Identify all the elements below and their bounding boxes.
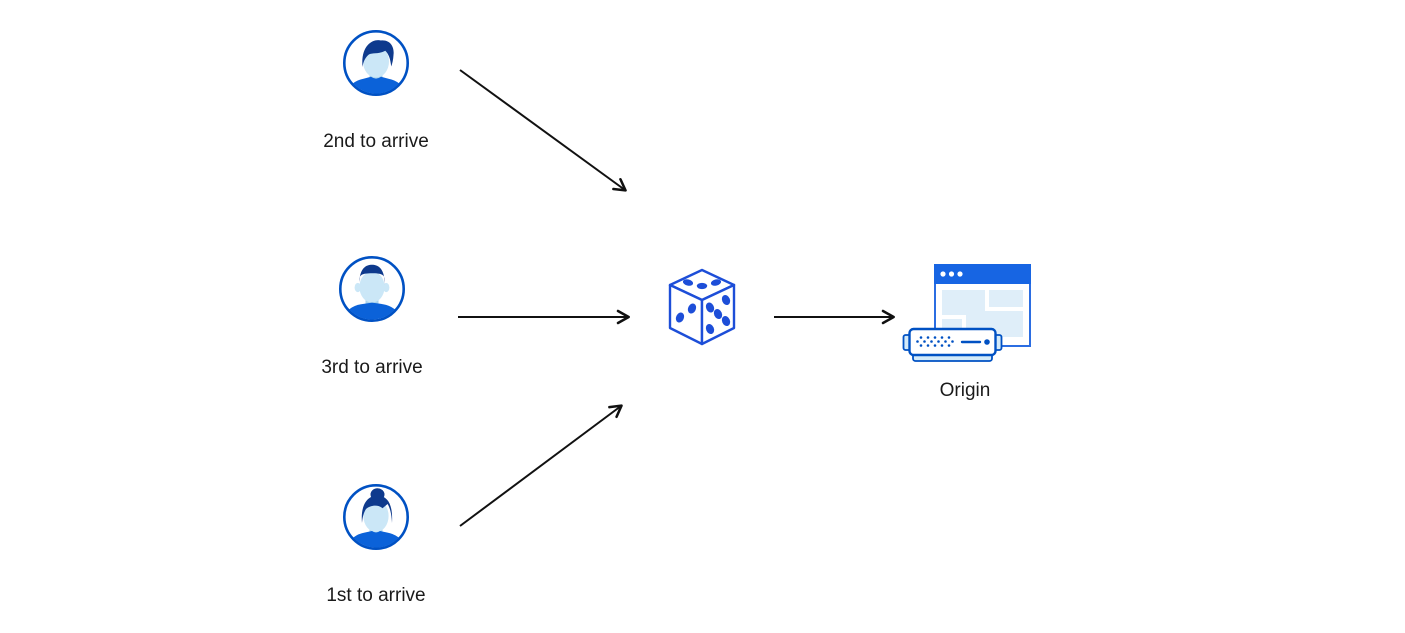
origin-server-browser-icon [902,264,1031,362]
user-node-third-to-arrive: 3rd to arrive [302,254,442,380]
arrow-user-bottom-to-dice [459,404,623,527]
user-node-first-to-arrive: 1st to arrive [306,482,446,608]
server-icon [902,327,1003,362]
dice-icon [668,268,736,346]
origin-node: Origin [890,258,1040,403]
user-avatar-male-swept-hair-icon [342,29,410,97]
user-node-label: 2nd to arrive [323,131,429,152]
user-node-second-to-arrive: 2nd to arrive [306,28,446,154]
user-avatar-male-short-hair-icon [338,255,406,323]
user-avatar-female-bun-icon [342,483,410,551]
origin-label: Origin [939,380,991,401]
user-node-label: 1st to arrive [326,585,426,606]
server-vent-dots [916,336,954,347]
user-node-label: 3rd to arrive [321,357,423,378]
arrow-user-top-to-dice [459,69,627,192]
